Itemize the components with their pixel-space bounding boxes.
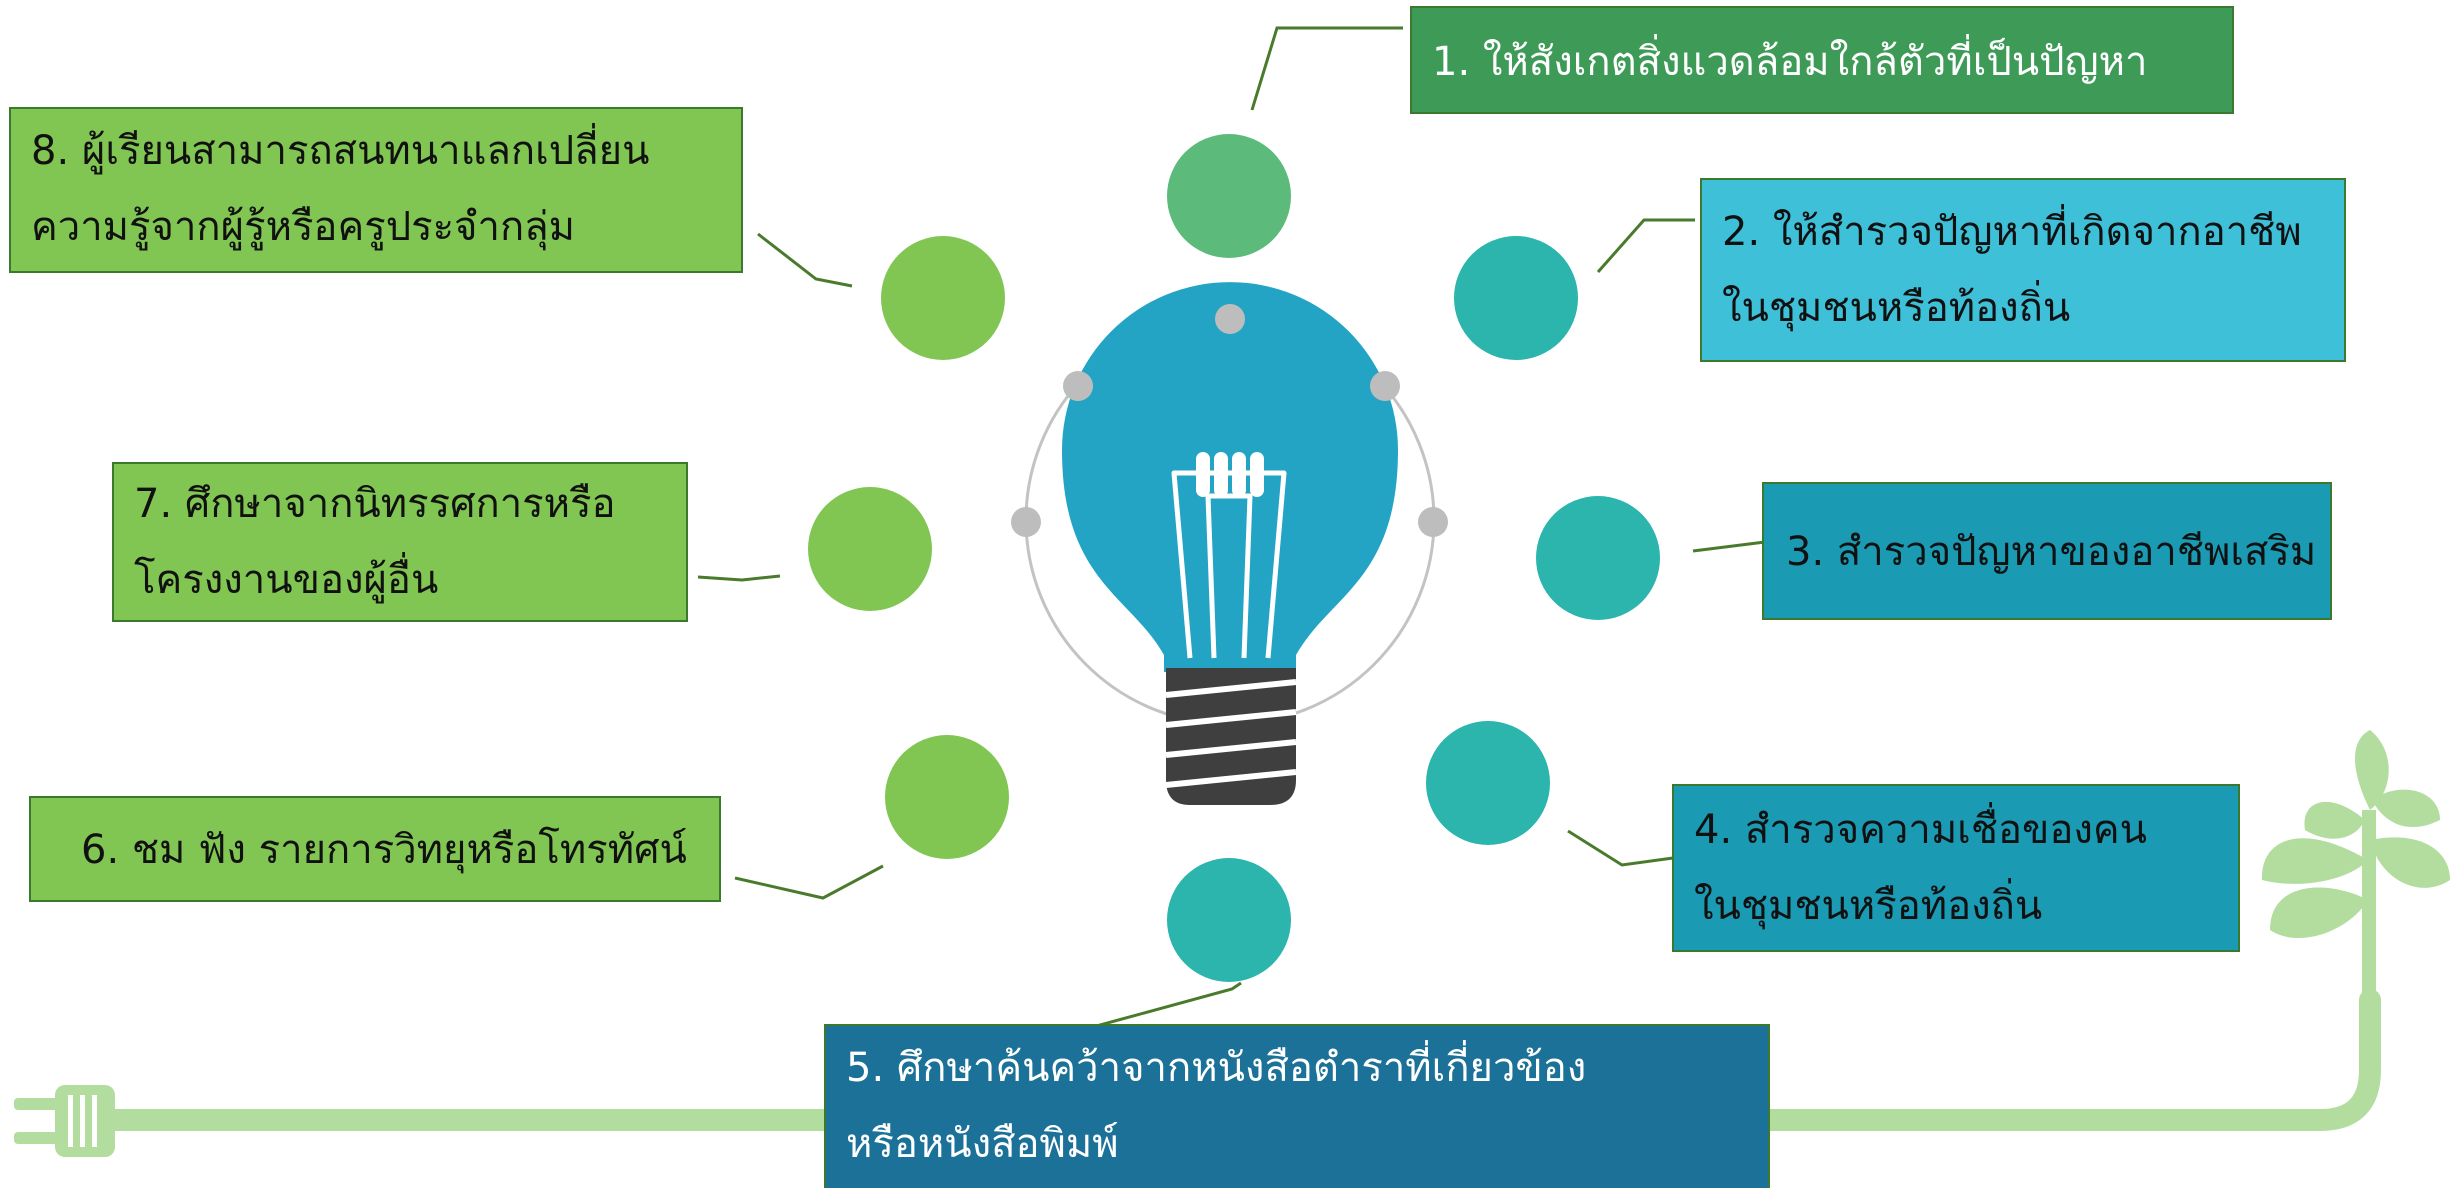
connector-6: [734, 864, 884, 900]
idea-circles: [808, 134, 1660, 982]
item-2-line-2: ในชุมชนหรือท้องถิ่น: [1722, 285, 2071, 331]
item-4-line-1: 4. สำรวจความเชื่อของคน: [1694, 807, 2148, 853]
item-box-8: 8. ผู้เรียนสามารถสนทนาแลกเปลี่ยน ความรู้…: [9, 107, 743, 273]
circle-2: [1454, 236, 1578, 360]
item-box-6: 6. ชม ฟัง รายการวิทยุหรือโทรทัศน์: [29, 796, 721, 902]
bulb-neck: [1164, 655, 1296, 665]
item-5-line-1: 5. ศึกษาค้นคว้าจากหนังสือตำราที่เกี่ยวข้…: [846, 1045, 1587, 1091]
circle-1: [1167, 134, 1291, 258]
plug-icon: [14, 1085, 115, 1157]
item-8-line-1: 8. ผู้เรียนสามารถสนทนาแลกเปลี่ยน: [31, 128, 650, 174]
connector-8: [757, 232, 853, 288]
power-cord: [14, 730, 2450, 1157]
circle-3: [1536, 496, 1660, 620]
connector-7: [697, 574, 781, 582]
cord-line: [99, 989, 2381, 1131]
item-box-1: 1. ให้สังเกตสิ่งแวดล้อมใกล้ตัวที่เป็นปัญ…: [1410, 6, 2234, 114]
circle-7: [808, 487, 932, 611]
plant-icon: [2261, 730, 2450, 1010]
bulb-filament: [1171, 470, 1287, 659]
item-7-line-1: 7. ศึกษาจากนิทรรศการหรือ: [134, 481, 616, 527]
connector-4: [1567, 829, 1674, 867]
circle-4: [1426, 721, 1550, 845]
ring-dots: [1011, 304, 1448, 537]
circle-8: [881, 236, 1005, 360]
item-7-line-2: โครงงานของผู้อื่น: [134, 557, 439, 603]
connector-2: [1596, 218, 1695, 273]
bulb-base: [1165, 668, 1297, 805]
lightbulb-icon: [1011, 282, 1448, 805]
circle-5: [1167, 858, 1291, 982]
filament-coil: [1196, 452, 1264, 497]
item-box-4: 4. สำรวจความเชื่อของคน ในชุมชนหรือท้องถิ…: [1672, 784, 2240, 952]
connector-1: [1250, 26, 1403, 111]
item-1-line-1: 1. ให้สังเกตสิ่งแวดล้อมใกล้ตัวที่เป็นปัญ…: [1432, 39, 2148, 85]
item-8-line-2: ความรู้จากผู้รู้หรือครูประจำกลุ่ม: [31, 204, 576, 250]
item-box-5: 5. ศึกษาค้นคว้าจากหนังสือตำราที่เกี่ยวข้…: [824, 1024, 1770, 1188]
connector-3: [1692, 540, 1766, 553]
bulb-glass: [1062, 282, 1398, 672]
item-2-line-1: 2. ให้สำรวจปัญหาที่เกิดจากอาชีพ: [1722, 209, 2302, 255]
circle-6: [885, 735, 1009, 859]
item-5-line-2: หรือหนังสือพิมพ์: [846, 1121, 1119, 1167]
item-box-7: 7. ศึกษาจากนิทรรศการหรือ โครงงานของผู้อื…: [112, 462, 688, 622]
item-box-3: 3. สำรวจปัญหาของอาชีพเสริม: [1762, 482, 2332, 620]
item-6-line-1: 6. ชม ฟัง รายการวิทยุหรือโทรทัศน์: [81, 827, 687, 873]
item-3-line-1: 3. สำรวจปัญหาของอาชีพเสริม: [1786, 529, 2317, 575]
item-4-line-2: ในชุมชนหรือท้องถิ่น: [1694, 883, 2043, 929]
item-box-2: 2. ให้สำรวจปัญหาที่เกิดจากอาชีพ ในชุมชนห…: [1700, 178, 2346, 362]
